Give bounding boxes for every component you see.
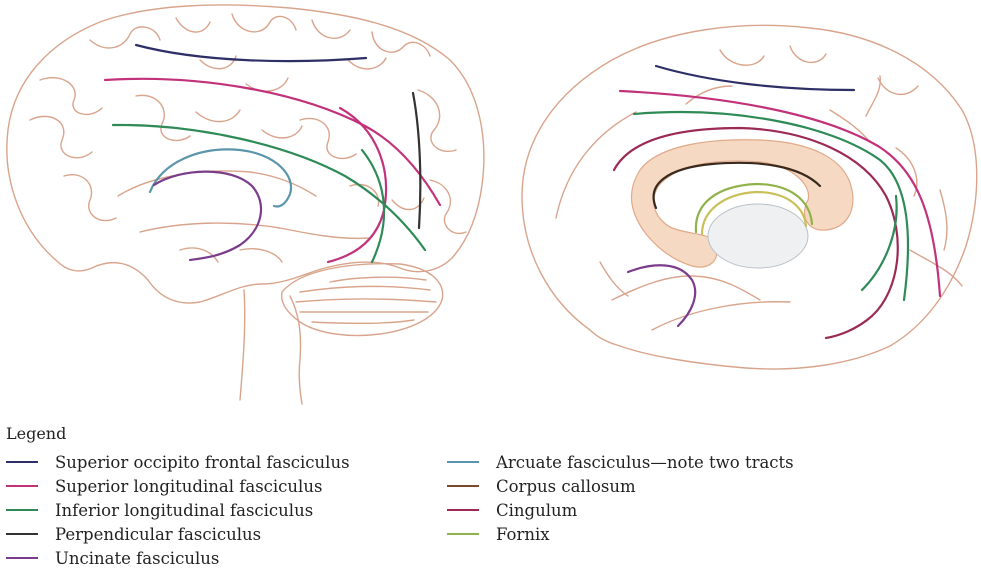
medial-cerebrum-outline (522, 25, 977, 369)
legend-title: Legend (6, 424, 66, 443)
legend-label: Fornix (496, 525, 550, 544)
legend-item: Superior longitudinal fasciculus (6, 474, 350, 498)
legend-label: Corpus callosum (496, 477, 636, 496)
legend-label: Superior longitudinal fasciculus (55, 477, 322, 496)
legend-label: Uncinate fasciculus (55, 549, 219, 568)
lateral-cerebrum-outline (7, 5, 484, 303)
lateral-arcuate (150, 149, 291, 206)
legend-swatch (447, 485, 479, 487)
lateral-uncinate (154, 172, 261, 260)
medial-brain-view (522, 25, 977, 369)
legend-label: Superior occipito frontal fasciculus (55, 453, 350, 472)
legend-item: Fornix (447, 522, 794, 546)
legend-swatch (6, 485, 38, 487)
legend-swatch (6, 509, 38, 511)
legend-item: Superior occipito frontal fasciculus (6, 450, 350, 474)
legend: Legend Superior occipito frontal fascicu… (6, 424, 966, 580)
legend-label: Arcuate fasciculus—note two tracts (496, 453, 794, 472)
lateral-superior-occipito-frontal (136, 45, 366, 61)
brain-diagram (0, 0, 981, 410)
lateral-brainstem (240, 290, 245, 400)
legend-swatch (447, 533, 479, 535)
lateral-inferior-longitudinal (113, 125, 425, 250)
lateral-inferior-longitudinal-lower (362, 150, 384, 262)
medial-thalamus (708, 204, 808, 268)
lateral-brain-view (7, 5, 484, 404)
legend-item: Uncinate fasciculus (6, 546, 350, 570)
legend-label: Cingulum (496, 501, 577, 520)
legend-label: Inferior longitudinal fasciculus (55, 501, 313, 520)
legend-item: Inferior longitudinal fasciculus (6, 498, 350, 522)
legend-swatch (447, 509, 479, 511)
legend-item: Corpus callosum (447, 474, 794, 498)
legend-swatch (6, 533, 38, 535)
medial-uncinate (628, 265, 695, 326)
legend-item: Perpendicular fasciculus (6, 522, 350, 546)
legend-item: Arcuate fasciculus—note two tracts (447, 450, 794, 474)
legend-label: Perpendicular fasciculus (55, 525, 261, 544)
legend-swatch (447, 461, 479, 463)
medial-superior-occipito-frontal (656, 66, 854, 90)
legend-swatch (6, 461, 38, 463)
legend-swatch (6, 557, 38, 559)
legend-item: Cingulum (447, 498, 794, 522)
lateral-superior-longitudinal (105, 79, 440, 205)
